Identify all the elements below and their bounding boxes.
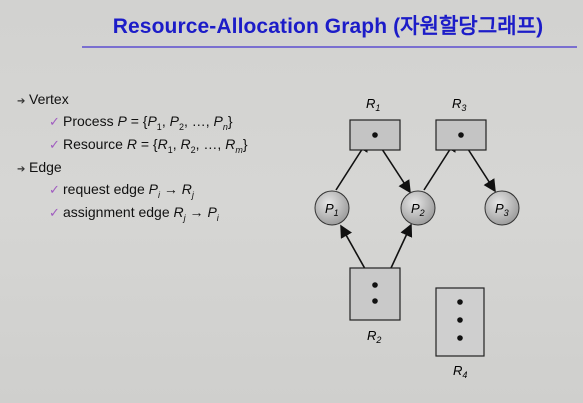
bullet-vertex: ➔Vertex (17, 91, 69, 107)
process-p3 (484, 190, 520, 226)
label-r2: R2 (367, 328, 381, 345)
resource-label: Resource (63, 136, 123, 152)
checkmark-icon: ✓ (49, 137, 60, 152)
process-p2 (400, 190, 436, 226)
bullet-arrow-icon: ➔ (17, 164, 26, 175)
assignment-edge-formula: Rj → Pi (173, 204, 219, 223)
label-r1: R1 (366, 96, 380, 113)
instance-dot (372, 282, 378, 288)
instance-dot (458, 132, 464, 138)
instance-dot (457, 317, 463, 323)
bullet-process: ✓Process P = {P1, P2, …, Pn} (49, 113, 233, 132)
assignment-edge-label: assignment edge (63, 204, 170, 220)
edge-r3-p3 (465, 145, 496, 193)
checkmark-icon: ✓ (49, 182, 60, 197)
resource-r3 (435, 119, 487, 151)
bullet-edge: ➔Edge (17, 159, 62, 175)
request-edge-formula: Pi → Rj (148, 181, 194, 200)
label-r3: R3 (452, 96, 466, 113)
title-underline (82, 46, 577, 48)
vertex-label: Vertex (29, 91, 69, 107)
bullet-arrow-icon: ➔ (17, 96, 26, 107)
bullet-assignment-edge: ✓assignment edge Rj → Pi (49, 204, 219, 223)
checkmark-icon: ✓ (49, 114, 60, 129)
process-p1 (314, 190, 350, 226)
label-r4: R4 (453, 363, 467, 380)
edge-label: Edge (29, 159, 62, 175)
instance-dot (457, 299, 463, 305)
process-label: Process (63, 113, 114, 129)
process-set: P = {P1, P2, …, Pn} (117, 113, 233, 132)
bullet-resource: ✓Resource R = {R1, R2, …, Rm} (49, 136, 248, 155)
resource-set: R = {R1, R2, …, Rm} (126, 136, 248, 155)
checkmark-icon: ✓ (49, 205, 60, 220)
instance-dot (372, 298, 378, 304)
slide-title: Resource-Allocation Graph (자원할당그래프) (112, 15, 544, 38)
request-edge-label: request edge (63, 181, 145, 197)
instance-dot (372, 132, 378, 138)
instance-dot (457, 335, 463, 341)
resource-r2 (349, 267, 401, 321)
bullet-request-edge: ✓request edge Pi → Rj (49, 181, 194, 200)
edge-r1-p2 (379, 145, 411, 194)
